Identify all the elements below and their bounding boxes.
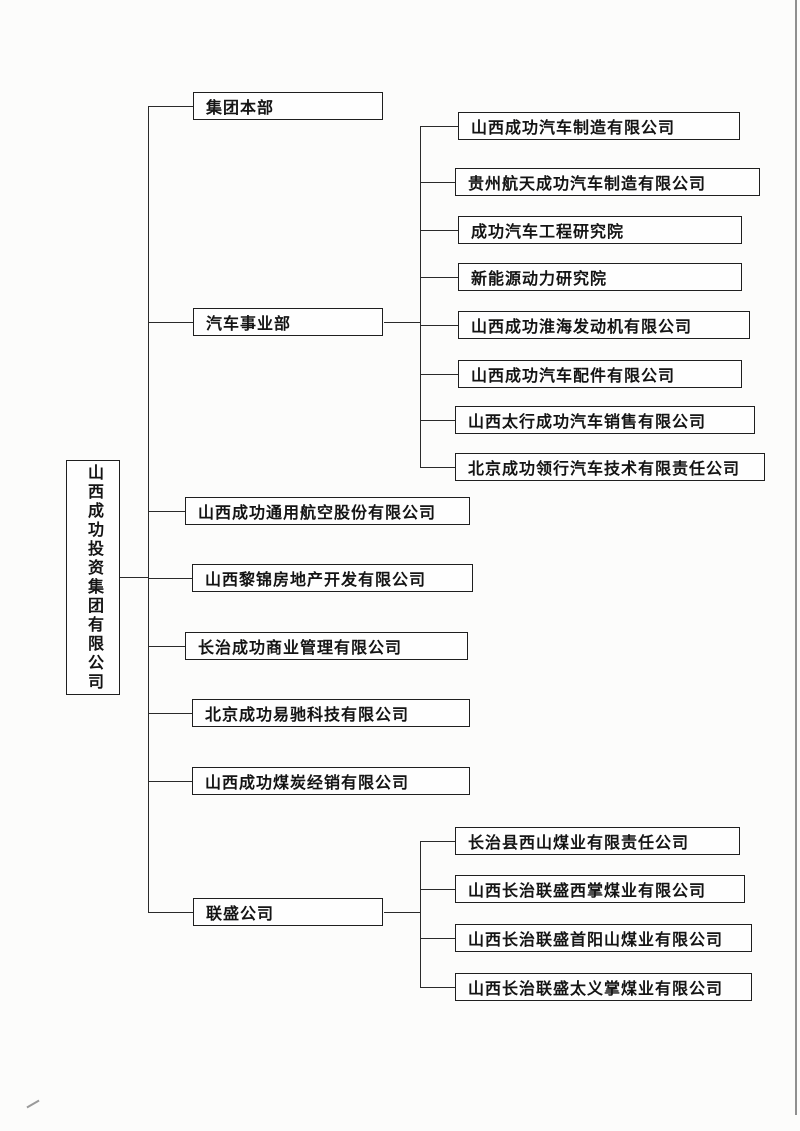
node-huaihai-engine: 山西成功淮海发动机有限公司	[458, 311, 750, 339]
node-lingxing-auto-tech: 北京成功领行汽车技术有限责任公司	[455, 453, 765, 481]
connector-branch-stub	[148, 912, 193, 913]
connector-child-stub	[420, 420, 455, 421]
node-liansheng-company: 联盛公司	[193, 898, 383, 926]
connector-child-stub	[420, 374, 458, 375]
node-auto-engineering-institute: 成功汽车工程研究院	[458, 216, 742, 244]
node-guizhou-aerospace-auto: 贵州航天成功汽车制造有限公司	[455, 168, 760, 196]
root-node-investment-group: 山西成功投资集团有限公司	[66, 460, 120, 695]
connector-branch-stub	[148, 106, 193, 107]
connector-auto-out	[384, 322, 420, 323]
connector-child-stub	[420, 938, 455, 939]
connector-child-stub	[420, 182, 455, 183]
connector-branch-stub	[148, 781, 192, 782]
connector-child-stub	[420, 841, 455, 842]
node-business-management: 长治成功商业管理有限公司	[185, 632, 468, 660]
connector-child-stub	[420, 277, 458, 278]
connector-liansheng-rail	[420, 841, 421, 988]
connector-branch-stub	[148, 713, 192, 714]
connector-branch-stub	[148, 578, 192, 579]
node-auto-division: 汽车事业部	[193, 308, 383, 336]
connector-child-stub	[420, 987, 455, 988]
scan-edge-artifact	[795, 0, 797, 1115]
connector-branch-stub	[148, 646, 185, 647]
node-new-energy-power-institute: 新能源动力研究院	[458, 263, 742, 291]
scan-mark-artifact	[26, 1099, 40, 1109]
connector-child-stub	[420, 325, 458, 326]
node-taiyizhang-coal: 山西长治联盛太义掌煤业有限公司	[455, 973, 752, 1001]
node-shouyangshan-coal: 山西长治联盛首阳山煤业有限公司	[455, 924, 752, 952]
node-auto-parts: 山西成功汽车配件有限公司	[458, 360, 742, 388]
connector-branch-stub	[148, 322, 193, 323]
connector-root-stub	[120, 577, 148, 578]
node-real-estate: 山西黎锦房地产开发有限公司	[192, 564, 473, 592]
node-group-headquarters: 集团本部	[193, 92, 383, 120]
node-general-aviation: 山西成功通用航空股份有限公司	[185, 497, 470, 525]
connector-child-stub	[420, 889, 455, 890]
connector-child-stub	[420, 230, 458, 231]
connector-trunk	[148, 106, 149, 913]
connector-branch-stub	[148, 511, 185, 512]
node-taihang-auto-sales: 山西太行成功汽车销售有限公司	[455, 406, 755, 434]
connector-child-stub	[420, 467, 455, 468]
connector-auto-rail	[420, 126, 421, 468]
connector-liansheng-out	[384, 912, 420, 913]
node-xishan-coal: 长治县西山煤业有限责任公司	[455, 827, 740, 855]
node-shanxi-auto-manufacturing: 山西成功汽车制造有限公司	[458, 112, 740, 140]
node-xizhang-coal: 山西长治联盛西掌煤业有限公司	[455, 875, 745, 903]
node-coal-distribution: 山西成功煤炭经销有限公司	[192, 767, 470, 795]
node-yichi-technology: 北京成功易驰科技有限公司	[192, 699, 470, 727]
connector-child-stub	[420, 126, 458, 127]
